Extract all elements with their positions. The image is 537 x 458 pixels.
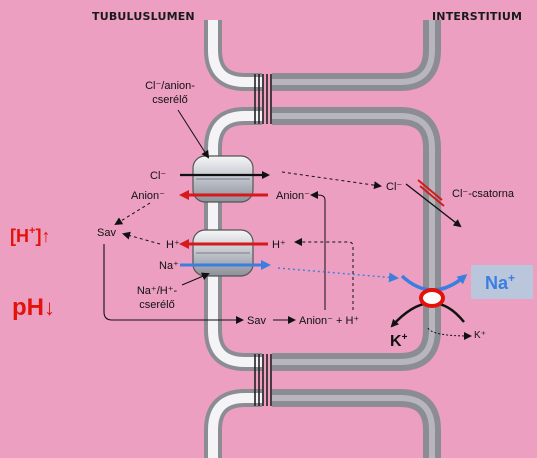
na-lumen-label: Na⁺: [159, 260, 179, 272]
anion-cell-label: Anion⁻: [276, 190, 310, 202]
h-recycle-arrow: [294, 238, 354, 310]
na-h-exchanger-label-2: cserélő: [139, 299, 174, 311]
tight-junction-top: [254, 74, 272, 124]
interstitium-header: INTERSTITIUM: [432, 10, 522, 23]
cl-anion-exchanger-pointer: [177, 109, 210, 159]
na-interstitium-box: [471, 265, 533, 299]
cl-channel: [417, 179, 445, 207]
h-lumen-label: H⁺: [166, 239, 180, 251]
na-k-pump: [390, 274, 468, 328]
k-cell-label: K+: [390, 332, 408, 350]
basolateral-membrane: [272, 20, 441, 458]
na-h-exchanger-label-1: Na⁺/H⁺-: [137, 285, 178, 297]
na-h-exchanger-pointer: [181, 272, 210, 286]
cl-lumen-label: Cl⁻: [150, 170, 166, 182]
anion-h-cell-label: Anion⁻ + H⁺: [299, 315, 359, 327]
cl-anion-exchanger-label-2: cserélő: [152, 94, 187, 106]
sav-lumen-label: Sav: [97, 227, 116, 239]
h-cell-label: H⁺: [272, 239, 286, 251]
cl-efflux-arrow: [405, 183, 462, 228]
cl-cell-label: Cl⁻: [386, 181, 402, 193]
lumen-header: TUBULUSLUMEN: [92, 10, 195, 23]
ph-indicator: pH↓: [12, 294, 55, 321]
cl-anion-exchanger: [192, 155, 254, 203]
sav-reabsorption-arrow: [103, 244, 244, 324]
k-recycle-arrow: [427, 327, 472, 340]
na-interstitium-label: Na+: [485, 271, 515, 293]
cl-anion-exchanger-label-1: Cl⁻/anion-: [145, 80, 195, 92]
na-to-pump-arrow: [277, 267, 399, 283]
cl-to-channel-arrow: [281, 171, 382, 190]
anion-recycle-arrow: [310, 191, 326, 310]
cl-channel-label: Cl⁻-csatorna: [452, 188, 515, 200]
tight-junction-bottom: [254, 354, 272, 406]
anion-to-sav-arrow: [114, 202, 151, 226]
na-h-exchanger: [192, 229, 254, 277]
h-to-sav-arrow: [122, 231, 161, 245]
h-concentration-indicator: [H+]↑: [10, 225, 50, 246]
sav-cell-label: Sav: [247, 315, 266, 327]
anion-lumen-label: Anion⁻: [131, 190, 165, 202]
k-interstitium-label: K⁺: [474, 330, 486, 341]
